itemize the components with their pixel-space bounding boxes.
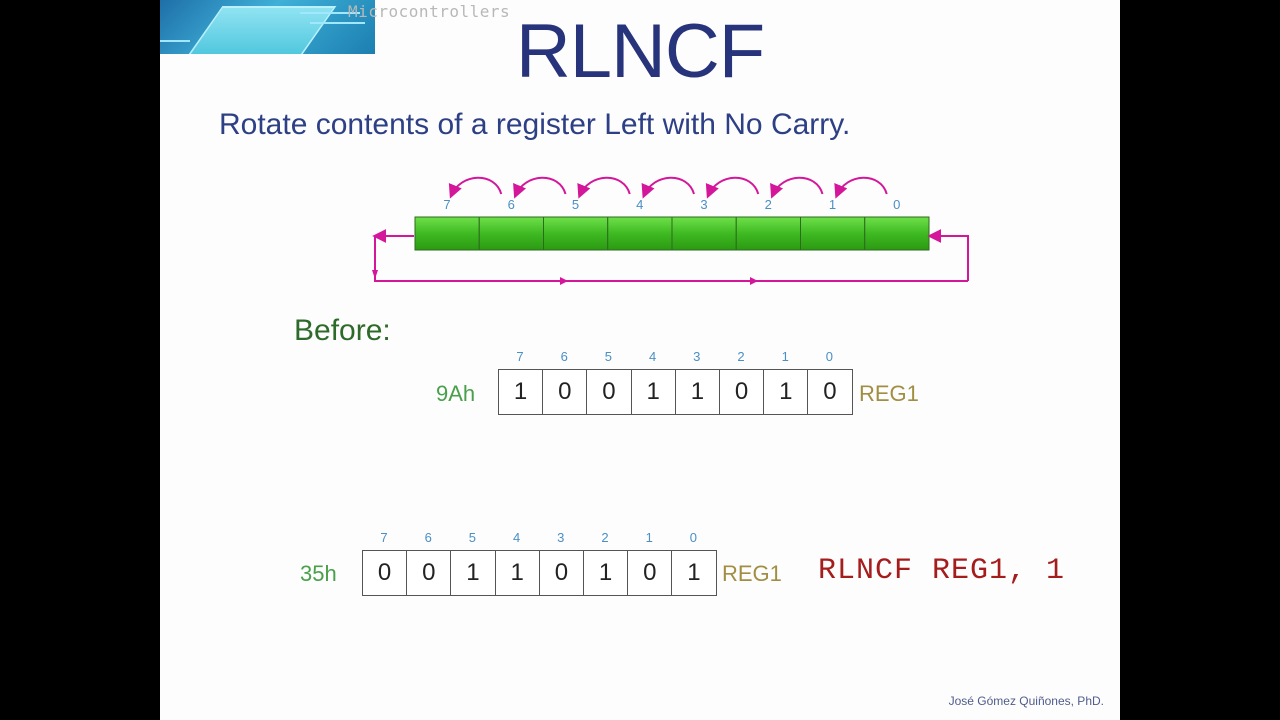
before-bit-index: 4: [648, 349, 657, 364]
after-bit-index: 2: [601, 530, 609, 545]
wraparound-arrow: [372, 229, 969, 285]
slide-subtitle: Rotate contents of a register Left with …: [219, 108, 851, 141]
after-hex-value: 35h: [300, 561, 337, 586]
before-bit-index: 5: [604, 349, 612, 364]
rotate-cell-bit-2: [735, 216, 801, 251]
after-register-name: REG1: [722, 561, 782, 586]
after-bit-index: 7: [380, 530, 388, 545]
rotate-cell-bit-1: [800, 216, 866, 251]
slide-title: RLNCF: [515, 9, 765, 94]
rotate-bit-label: 7: [443, 197, 450, 212]
rotate-bit-label: 3: [700, 197, 707, 212]
microchip-logo: [160, 0, 375, 54]
before-bit-cell: 0: [807, 369, 853, 415]
rotate-cell-bit-0: [864, 216, 930, 251]
rotate-diagram: 7 6 5 4 3 2 1 0: [372, 176, 969, 285]
before-bit-cell: 1: [674, 369, 720, 415]
rotate-arc-arrow: [834, 176, 888, 199]
rotate-arc-arrow: [513, 176, 567, 199]
after-bit-cell: 0: [362, 550, 408, 596]
after-bit-index: 6: [424, 530, 432, 545]
before-hex-value: 9Ah: [436, 381, 476, 406]
after-bit-index: 5: [468, 530, 476, 545]
after-bit-cell: 0: [406, 550, 452, 596]
rotate-cell-bit-7: [414, 216, 480, 251]
rotate-bit-label: 1: [829, 197, 836, 212]
before-bit-cell: 0: [542, 369, 588, 415]
circuit-trace: [310, 22, 365, 24]
after-bit-index: 3: [557, 530, 565, 545]
rotate-bit-label: 5: [572, 197, 579, 212]
before-bit-cell: 1: [498, 369, 544, 415]
circuit-trace: [300, 12, 360, 14]
rotate-arc-arrow: [641, 176, 695, 199]
rotate-bit-label: 2: [765, 197, 772, 212]
after-bit-cell: 1: [450, 550, 496, 596]
rotate-bit-labels: 7 6 5 4 3 2 1 0: [443, 197, 900, 212]
after-bit-cell: 1: [583, 550, 629, 596]
rotate-arc-arrow: [448, 176, 503, 199]
before-bit-index: 7: [516, 349, 524, 364]
before-bit-cell: 0: [719, 369, 765, 415]
rotate-cell-bit-4: [607, 216, 673, 251]
author-credit: José Gómez Quiñones, PhD.: [948, 694, 1104, 708]
rotate-bit-label: 0: [893, 197, 900, 212]
before-bit-index: 1: [781, 349, 789, 364]
instruction-text: RLNCF REG1, 1: [818, 554, 1066, 588]
before-bit-cell: 1: [630, 369, 676, 415]
before-bit-index: 3: [693, 349, 701, 364]
before-bit-index: 2: [737, 349, 745, 364]
after-bit-cell: 1: [494, 550, 540, 596]
after-bit-cell: 0: [627, 550, 673, 596]
after-bit-cell: 1: [671, 550, 717, 596]
logo-text: Microcontrollers: [348, 2, 511, 21]
slide: Microcontrollers RLNCF Rotate contents o…: [160, 0, 1120, 720]
after-bit-index: 0: [689, 530, 697, 545]
rotate-bit-label: 6: [508, 197, 515, 212]
before-label: Before:: [294, 314, 391, 347]
rotate-arc-arrow: [577, 176, 631, 199]
rotate-register-cells: [414, 216, 930, 251]
rotate-bit-label: 4: [636, 197, 643, 212]
rotate-arcs: [448, 176, 888, 199]
rotate-arc-arrow: [770, 176, 824, 199]
circuit-trace: [160, 40, 190, 42]
rotate-cell-bit-5: [543, 216, 609, 251]
before-bit-cell: 1: [763, 369, 809, 415]
before-bit-cell: 0: [586, 369, 632, 415]
before-bit-index: 0: [825, 349, 833, 364]
before-register-name: REG1: [859, 381, 919, 406]
after-bit-cell: 0: [538, 550, 584, 596]
before-bit-index: 6: [560, 349, 568, 364]
rotate-cell-bit-6: [478, 216, 544, 251]
rotate-cell-bit-3: [671, 216, 737, 251]
after-bit-index: 4: [512, 530, 521, 545]
after-bit-index: 1: [645, 530, 653, 545]
rotate-arc-arrow: [705, 176, 760, 199]
